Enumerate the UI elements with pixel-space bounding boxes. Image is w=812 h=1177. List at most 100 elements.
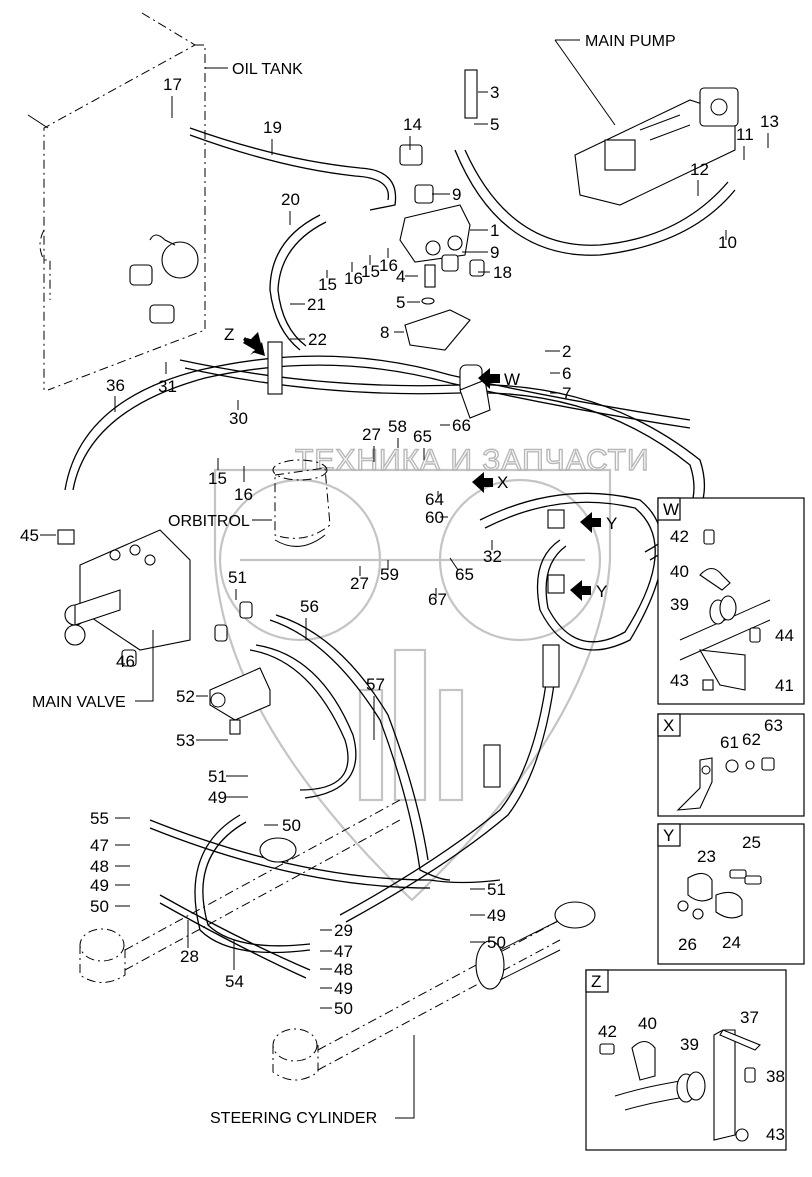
callout-label: 14 <box>403 115 422 134</box>
callout-label: 56 <box>300 597 319 616</box>
detail-callout-label: 63 <box>764 716 783 735</box>
callout-label: 28 <box>180 947 199 966</box>
callout-label: 47 <box>90 836 109 855</box>
detail-callout-label: 42 <box>598 1022 617 1041</box>
main-pump <box>574 87 739 206</box>
callout-label: 30 <box>229 409 248 428</box>
callout-label: 50 <box>90 897 109 916</box>
label-main-valve: MAIN VALVE <box>32 694 126 711</box>
hose-clamps <box>267 341 565 788</box>
callout-label: 12 <box>690 160 709 179</box>
view-arrow-y2 <box>570 580 591 601</box>
callout-label: 20 <box>281 190 300 209</box>
detail-callout-label: 37 <box>740 1008 759 1027</box>
detail-callout-label: 43 <box>766 1125 785 1144</box>
detail-callout-label: 40 <box>670 562 689 581</box>
detail-callout-label: 41 <box>775 676 794 695</box>
callout-label: 19 <box>263 118 282 137</box>
callout-label: 60 <box>425 508 444 527</box>
detail-callout-label: 42 <box>670 527 689 546</box>
callout-label: 48 <box>90 857 109 876</box>
callout-label: 29 <box>334 921 353 940</box>
callout-label: 27 <box>350 574 369 593</box>
label-main-pump: MAIN PUMP <box>585 33 676 50</box>
callout-label: 32 <box>483 547 502 566</box>
detail-view-w: W <box>657 497 805 705</box>
detail-callout-label: 61 <box>720 733 739 752</box>
callout-label: 17 <box>163 75 182 94</box>
view-marker-x: X <box>497 473 508 492</box>
detail-callout-label: 43 <box>670 671 689 690</box>
callout-label: 2 <box>562 342 571 361</box>
callout-label: 36 <box>106 376 125 395</box>
callout-label: 57 <box>366 675 385 694</box>
callout-label: 66 <box>452 416 471 435</box>
valve-block <box>399 69 485 351</box>
callout-label: 11 <box>736 125 754 144</box>
callout-label: 8 <box>380 323 389 342</box>
callout-label: 48 <box>334 960 353 979</box>
callout-label: 21 <box>307 295 326 314</box>
callout-label: 15 <box>318 275 337 294</box>
main-valve <box>57 529 191 667</box>
detail-key-y: Y <box>663 826 674 845</box>
callout-label: 22 <box>308 330 327 349</box>
view-marker-y2: Y <box>596 582 607 601</box>
detail-callout-label: 62 <box>742 730 761 749</box>
detail-key-w: W <box>663 500 679 519</box>
label-oil-tank: OIL TANK <box>232 61 303 78</box>
detail-key-x: X <box>663 716 674 735</box>
callout-label: 50 <box>282 816 301 835</box>
callout-label: 13 <box>760 112 779 131</box>
detail-callout-label: 26 <box>678 935 697 954</box>
callout-label: 59 <box>380 565 399 584</box>
watermark-shield <box>213 468 612 902</box>
callout-label: 65 <box>455 565 474 584</box>
callout-label: 15 <box>361 262 380 281</box>
callout-leader <box>449 557 459 571</box>
callout-label: 31 <box>158 377 177 396</box>
orbitrol <box>272 459 331 547</box>
callout-label: 49 <box>334 979 353 998</box>
callout-label: 1 <box>490 221 499 240</box>
watermark: ТЕХНИКА И ЗАПЧАСТИ <box>213 443 650 902</box>
callout-label: 15 <box>208 469 227 488</box>
callout-label: 64 <box>425 490 444 509</box>
callout-label: 5 <box>490 115 499 134</box>
detail-callout-label: 39 <box>680 1035 699 1054</box>
callout-label: 58 <box>388 417 407 436</box>
detail-view-z: Z <box>585 969 787 1151</box>
callout-label: 5 <box>396 293 405 312</box>
callout-label: 27 <box>362 425 381 444</box>
callout-label: 46 <box>116 652 135 671</box>
callout-label: 49 <box>208 788 227 807</box>
callout-label: 3 <box>490 83 499 102</box>
steering-cylinder <box>79 799 596 1081</box>
callout-label: 51 <box>487 880 506 899</box>
detail-callout-label: 38 <box>766 1067 785 1086</box>
view-marker-z: Z <box>224 325 234 344</box>
detail-key-z: Z <box>591 972 601 991</box>
callout-label: 16 <box>379 256 398 275</box>
callout-label: 53 <box>176 731 195 750</box>
view-marker-y1: Y <box>606 514 617 533</box>
callout-label: 50 <box>487 933 506 952</box>
divider-block <box>209 601 271 735</box>
view-arrow-x <box>472 472 493 493</box>
callout-label: 51 <box>228 568 247 587</box>
oil-tank <box>27 12 206 391</box>
detail-view-x: X <box>657 713 805 817</box>
callout-label: 10 <box>718 233 737 252</box>
callout-label: 50 <box>334 999 353 1018</box>
detail-callout-label: 44 <box>775 626 794 645</box>
callout-label: 9 <box>452 185 461 204</box>
callout-label: 9 <box>490 243 499 262</box>
callout-label: 67 <box>428 590 447 609</box>
callout-label: 49 <box>487 906 506 925</box>
label-steering-cylinder: STEERING CYLINDER <box>210 1110 377 1127</box>
callout-label: 4 <box>396 267 405 286</box>
view-arrow-y1 <box>580 512 601 533</box>
watermark-text: ТЕХНИКА И ЗАПЧАСТИ <box>295 444 650 477</box>
